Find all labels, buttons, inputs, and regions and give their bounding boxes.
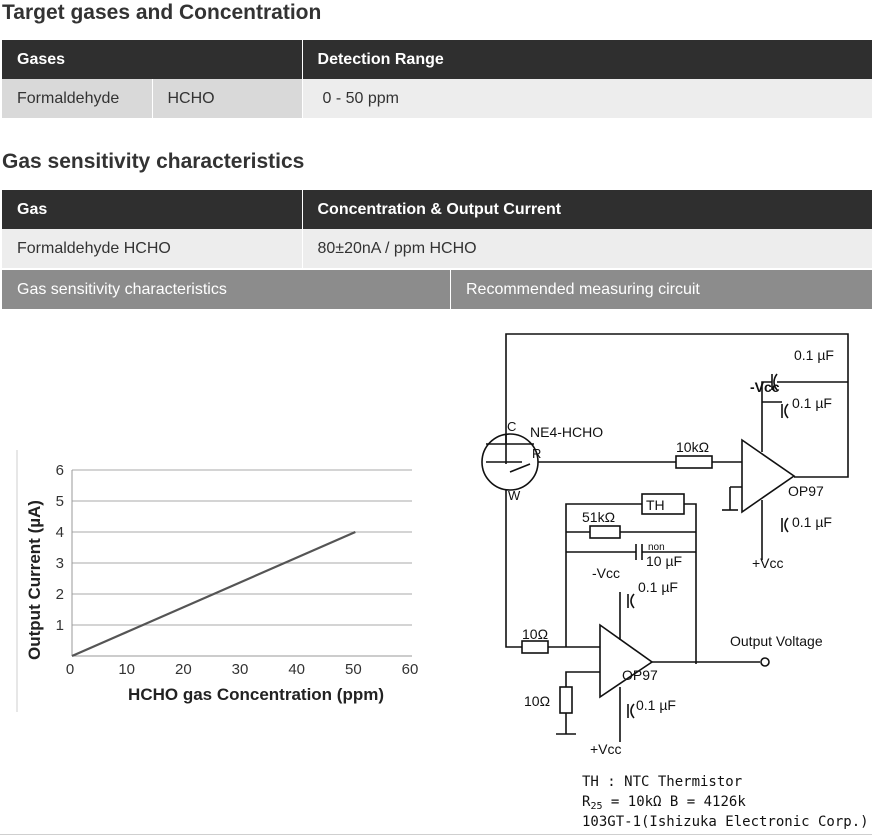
sensor-label: NE4-HCHO [530,424,603,440]
wire-10b [565,671,600,687]
x-tick-label: 60 [402,661,419,678]
subheader-circuit: Recommended measuring circuit [451,270,872,309]
subheader-bar: Gas sensitivity characteristics Recommen… [2,270,872,309]
vcc-top-wire [761,381,772,452]
cap-top3-label: 0.1 µF [792,514,832,530]
cap-top-label: 0.1 µF [794,347,834,363]
cap-low1-plate2 [630,593,635,609]
x-tick-label: 50 [345,661,362,678]
header-gases: Gases [2,40,303,79]
header-detection-range: Detection Range [302,40,872,79]
opamp-top [741,438,796,514]
output-terminal [760,657,770,667]
cap-top2-plate2 [784,403,789,419]
resistor-10a-label: 10Ω [522,626,548,642]
y-tick-label: 1 [56,617,64,634]
feedback-wire [505,333,849,478]
table-header-row: Gases Detection Range [2,40,872,79]
y-tick-label: 3 [56,555,64,572]
th-wire-right [684,503,697,664]
cell-gas-name: Formaldehyde [2,79,153,118]
y-tick-label: 6 [56,462,64,479]
pos-vcc-low-label: +Vcc [590,741,622,757]
target-gases-table: Gases Detection Range Formaldehyde HCHO … [2,40,872,118]
cell-gas: Formaldehyde HCHO [2,229,303,268]
sensitivity-chart: 1 2 3 4 5 6 0 10 20 30 40 50 60 HCHO gas Concentrat… [16,450,419,712]
y-tick-label: 4 [56,524,64,541]
note-r25: R25 = 10kΩ B = 4126k [582,794,746,812]
cap-low2-plate2 [630,703,635,719]
measuring-circuit-diagram: NE4-HCHO C R W 10kΩ 0.1 µF -Vcc 0.1 µF O… [481,333,869,830]
subheader-sensitivity: Gas sensitivity characteristics [2,270,451,309]
chart-series [71,530,356,658]
chart-grid [72,469,412,626]
wire-w [505,490,522,648]
resistor-10k [675,455,713,469]
x-tick-label: 30 [232,661,249,678]
cap-top3-plate2 [784,517,789,533]
resistor-10k-label: 10kΩ [676,439,709,455]
cap-top2-label: 0.1 µF [792,395,832,411]
header-output-current: Concentration & Output Current [302,190,872,229]
resistor-51k [589,525,621,539]
resistor-51k-label: 51kΩ [582,509,615,525]
x-tick-label: 20 [175,661,192,678]
table-row: Formaldehyde HCHO 0 - 50 ppm [2,79,872,118]
note-part-number: 103GT-1(Ishizuka Electronic Corp.) [582,814,869,830]
resistor-10-b [559,686,573,714]
header-gas: Gas [2,190,303,229]
x-tick-labels: 0 10 20 30 40 50 60 [66,661,419,678]
cap-top-plate2 [773,373,778,391]
table-row: Formaldehyde HCHO 80±20nA / ppm HCHO [2,229,872,268]
x-axis-label: HCHO gas Concentration (ppm) [128,685,384,704]
neg-vcc-top-label: -Vcc [750,379,780,395]
output-voltage-label: Output Voltage [730,633,823,649]
pin-r-label: R [532,446,541,461]
y-tick-label: 2 [56,586,64,603]
y-tick-label: 5 [56,493,64,510]
pin-w-label: W [508,488,521,503]
series-line [71,530,356,658]
th-wire-left [565,503,642,647]
cap-10u-label: 10 µF [646,553,682,569]
table-header-row: Gas Concentration & Output Current [2,190,872,229]
cap-low1-label: 0.1 µF [638,579,678,595]
cell-output-current: 80±20nA / ppm HCHO [302,229,872,268]
neg-vcc-low-label: -Vcc [592,565,620,581]
x-tick-label: 10 [118,661,135,678]
cap-low2-label: 0.1 µF [636,697,676,713]
pin-c-label: C [507,419,516,434]
cap-non-label: non [648,542,665,553]
pos-vcc-top-label: +Vcc [752,555,784,571]
bottom-rule [0,834,872,835]
cell-detection-range: 0 - 50 ppm [302,79,872,118]
section-title-target-gases: Target gases and Concentration [2,1,322,24]
x-tick-label: 40 [288,661,305,678]
opamp-top-label: OP97 [788,483,824,499]
note-thermistor: TH : NTC Thermistor [582,774,742,790]
y-tick-labels: 1 2 3 4 5 6 [56,462,64,634]
y-axis-label: Output Current (µA) [25,500,44,660]
opamp-low [599,623,654,699]
opamp-top-input2 [729,486,742,510]
cell-gas-formula: HCHO [152,79,303,118]
sensor-electrode [509,463,531,473]
chart-axes [71,470,412,657]
resistor-10-a [521,640,549,654]
x-tick-label: 0 [66,661,74,678]
resistor-10b-label: 10Ω [524,693,550,709]
gas-sensitivity-table: Gas Concentration & Output Current Forma… [2,190,872,268]
section-title-gas-sensitivity: Gas sensitivity characteristics [2,150,305,173]
thermistor-label: TH [646,497,665,513]
opamp-low-label: OP97 [622,667,658,683]
